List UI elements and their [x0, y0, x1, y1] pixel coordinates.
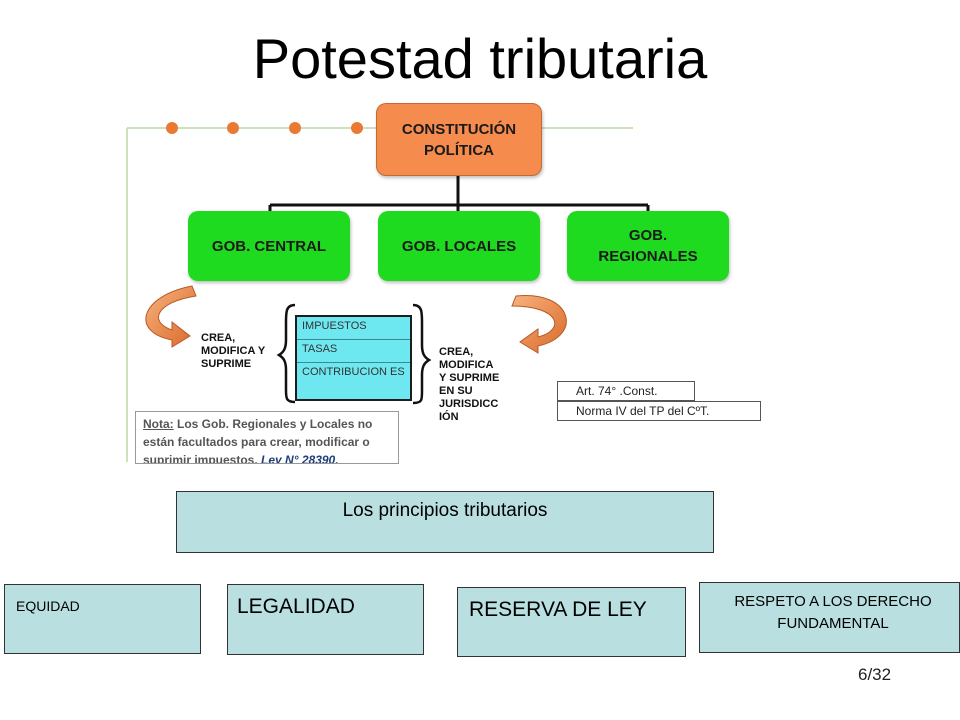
right-action-line: IÓN [439, 411, 459, 423]
principle-derechos-fundamentales: RESPETO A LOS DERECHO FUNDAMENTAL [734, 593, 932, 632]
right-action-label: CREA, MODIFICA Y SUPRIME EN SU JURISDICC… [439, 346, 499, 424]
left-action-label: CREA, MODIFICA Y SUPRIME [201, 332, 265, 371]
gob-locales-box: GOB. LOCALES [378, 211, 540, 281]
principle-reserva-de-ley: RESERVA DE LEY [469, 598, 647, 621]
principles-header: Los principios tributarios [342, 500, 548, 521]
gob-regionales-label: GOB. REGIONALES [598, 227, 698, 265]
tribute-types-table: IMPUESTOS TASAS CONTRIBUCION ES [295, 315, 412, 401]
right-action-line: Y SUPRIME [439, 372, 500, 384]
right-action-line: CREA, [439, 346, 474, 358]
orange-dot [351, 122, 363, 134]
left-action-line: SUPRIME [201, 358, 252, 370]
constitution-box: CONSTITUCIÓN POLÍTICA [376, 103, 542, 176]
note-box: Nota: Los Gob. Regionales y Locales no e… [135, 411, 399, 464]
gob-locales-label: GOB. LOCALES [401, 237, 517, 255]
right-action-line: EN SU [439, 385, 473, 397]
orange-dot [166, 122, 178, 134]
gob-central-box: GOB. CENTRAL [188, 211, 350, 281]
left-brace-icon [276, 303, 296, 404]
right-action-line: JURISDICC [439, 398, 499, 410]
constitution-label: CONSTITUCIÓN POLÍTICA [401, 120, 517, 159]
principle-equidad-box: EQUIDAD [4, 584, 201, 654]
right-brace-icon [412, 303, 432, 405]
principle-equidad: EQUIDAD [16, 598, 80, 614]
principles-header-box: Los principios tributarios [176, 491, 714, 553]
tribute-type-contribuciones: CONTRIBUCION ES [302, 366, 405, 378]
curved-arrow-left-icon [145, 285, 197, 348]
principle-legalidad-box: LEGALIDAD [227, 584, 424, 655]
left-action-line: CREA, [201, 332, 236, 344]
note-text: Los Gob. Regionales y Locales no están f… [143, 417, 373, 464]
principle-derechos-box: RESPETO A LOS DERECHO FUNDAMENTAL [699, 582, 960, 653]
orange-dot [289, 122, 301, 134]
gob-central-label: GOB. CENTRAL [211, 237, 327, 255]
right-action-line: MODIFICA [439, 359, 494, 371]
slide-title: Potestad tributaria [252, 27, 708, 90]
tribute-type-impuestos: IMPUESTOS [297, 317, 410, 340]
reference-norma-iv: Norma IV del TP del CºT. [557, 401, 761, 421]
orange-dot [227, 122, 239, 134]
left-action-line: MODIFICA Y [201, 345, 266, 357]
tribute-type-tasas: TASAS [297, 340, 410, 363]
gob-regionales-box: GOB. REGIONALES [567, 211, 729, 281]
page-number: 6/32 [858, 665, 892, 684]
reference-article-74: Art. 74° .Const. [557, 381, 695, 401]
curved-arrow-right-icon [511, 294, 567, 354]
principle-legalidad: LEGALIDAD [237, 595, 355, 618]
principle-reserva-box: RESERVA DE LEY [457, 587, 686, 657]
note-label: Nota: [143, 417, 174, 431]
note-law: Ley N° 28390. [261, 453, 339, 464]
